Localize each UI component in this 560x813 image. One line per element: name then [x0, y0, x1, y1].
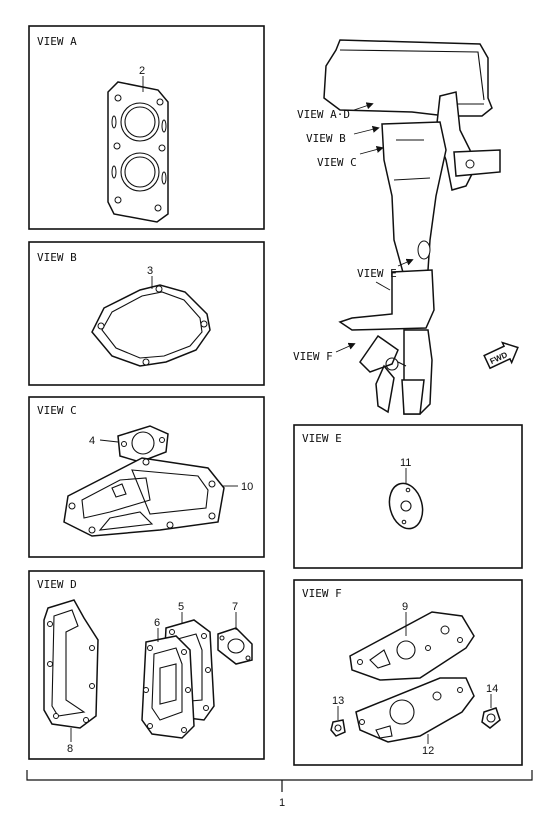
part-number-8: 8	[67, 743, 73, 755]
view-a-panel: VIEW A 2	[28, 25, 265, 230]
view-d-label: VIEW D	[37, 578, 77, 591]
part-number-9: 9	[402, 601, 408, 613]
callout-view-e: VIEW E	[357, 267, 397, 280]
view-f-label: VIEW F	[302, 587, 342, 600]
part-number-13: 13	[332, 695, 344, 707]
pump-plate-gasket-9	[349, 611, 475, 681]
engine-callouts: VIEW A·D VIEW B VIEW C VIEW E VIEW F FWD	[293, 102, 519, 370]
intake-manifold-gasket	[63, 457, 225, 537]
propeller	[359, 334, 407, 414]
callout-view-c: VIEW C	[317, 156, 357, 169]
outboard-motor-illustration	[323, 39, 501, 415]
view-e-label: VIEW E	[302, 432, 342, 445]
gasket-set-bracket: 1	[26, 770, 533, 809]
part-number-10: 10	[241, 481, 253, 493]
part-number-11: 11	[400, 457, 411, 469]
part-number-2: 2	[139, 65, 145, 77]
part-number-6: 6	[154, 617, 160, 629]
long-cover-gasket	[43, 599, 99, 729]
callout-view-ad: VIEW A·D	[297, 108, 350, 121]
view-e-panel: VIEW E 11	[293, 424, 523, 569]
callout-view-b: VIEW B	[306, 132, 346, 145]
fwd-arrow-icon: FWD	[483, 341, 519, 370]
view-c-label: VIEW C	[37, 404, 77, 417]
part-number-14: 14	[486, 683, 498, 695]
part-number-3: 3	[147, 265, 153, 277]
view-c-panel: VIEW C 4 10	[28, 396, 265, 558]
gasket-6	[141, 635, 195, 739]
view-f-panel: VIEW F 9 12 13	[293, 579, 523, 766]
small-oval-gasket-7	[217, 627, 253, 665]
seal-13	[330, 719, 346, 737]
view-a-label: VIEW A	[37, 35, 77, 48]
part-number-7: 7	[232, 601, 238, 613]
water-seal-gasket	[388, 482, 424, 530]
part-number-5: 5	[178, 601, 184, 613]
lower-gasket-12	[355, 677, 475, 743]
view-b-panel: VIEW B 3	[28, 241, 265, 386]
seal-14	[481, 707, 501, 729]
view-d-panel: VIEW D 8	[28, 570, 265, 760]
part-number-4: 4	[89, 435, 95, 447]
part-number-12: 12	[422, 745, 434, 757]
view-b-label: VIEW B	[37, 251, 77, 264]
cylinder-head-gasket	[107, 81, 169, 223]
callout-view-f: VIEW F	[293, 350, 333, 363]
small-flange-gasket	[117, 425, 169, 463]
exhaust-gasket	[91, 284, 211, 367]
part-number-1: 1	[279, 797, 285, 809]
